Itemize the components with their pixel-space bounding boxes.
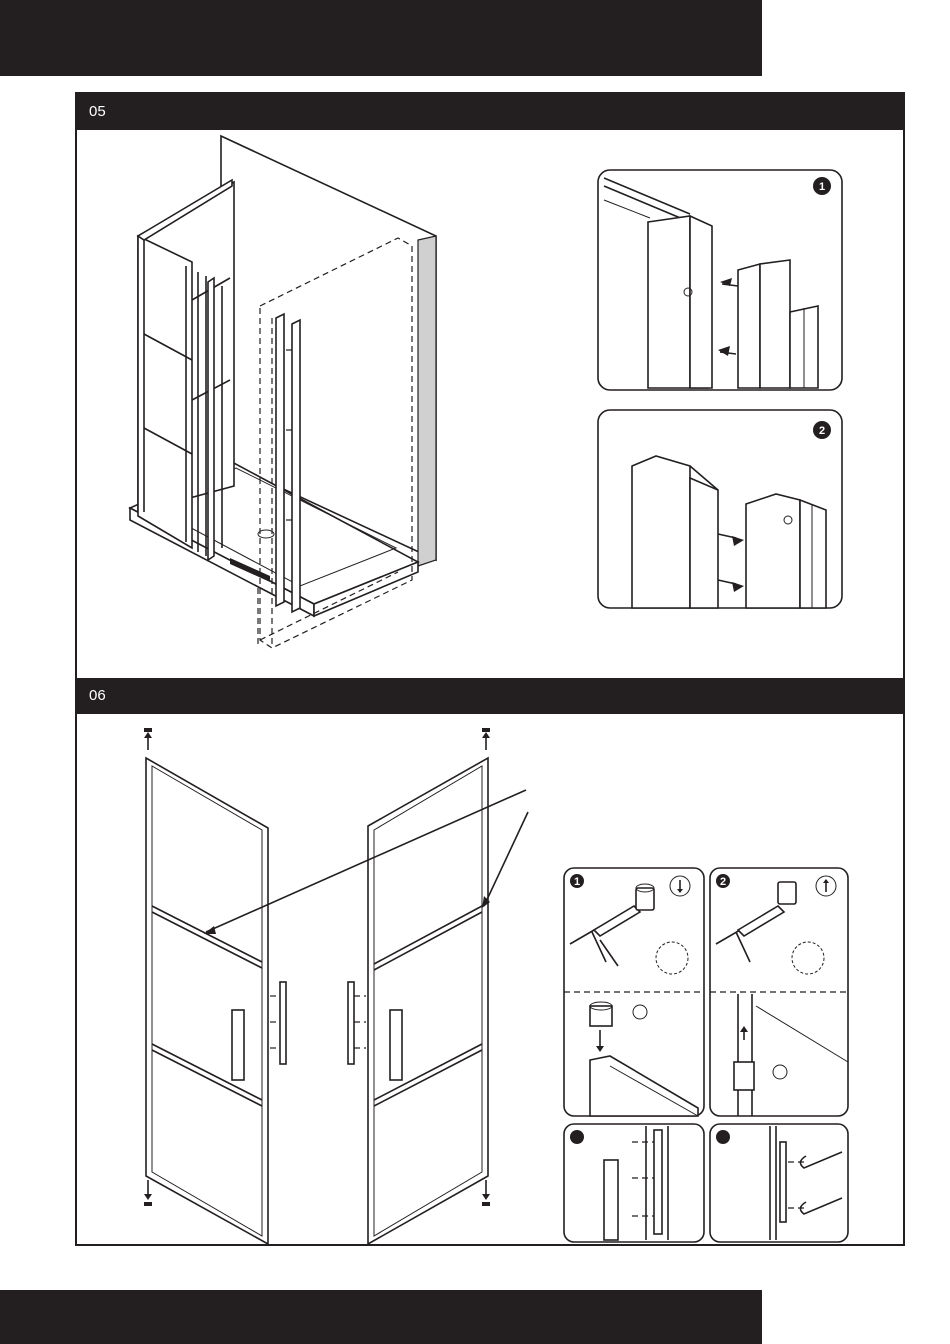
step06-detail-4 [710, 1124, 848, 1242]
step06-detail-2: 2 [710, 868, 848, 1116]
step05-detail-1: 1 [598, 170, 842, 390]
shower-enclosure-isometric [130, 136, 436, 648]
step05-detail-2: 2 [598, 410, 842, 608]
step06-detail-1-badge: 1 [574, 876, 580, 888]
door-left [144, 728, 286, 1244]
step06-detail-3 [564, 1124, 704, 1242]
door-right [348, 728, 490, 1244]
bottom-footer-band [0, 1290, 762, 1344]
step06-detail-1: 1 [564, 868, 704, 1116]
step05-detail-1-badge: 1 [819, 181, 825, 193]
step06-detail-2-badge: 2 [720, 876, 726, 888]
step05-detail-2-badge: 2 [819, 425, 825, 437]
